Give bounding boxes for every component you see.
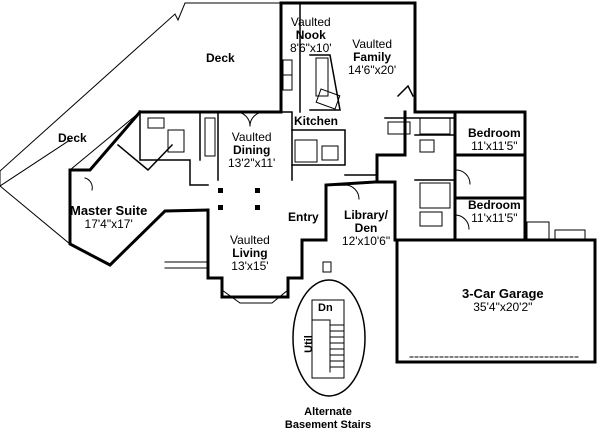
room-dims: 14'6"x20' — [348, 63, 397, 78]
bath-fixtures — [147, 117, 451, 227]
room-name: 3-Car Garage — [462, 286, 544, 301]
room-name: Entry — [288, 210, 319, 224]
room-label-bedroom-1: Bedroom 11'x11'5" — [468, 126, 521, 154]
living-bay — [221, 289, 289, 304]
room-label-living: Vaulted Living 13'x15' — [230, 233, 270, 274]
room-dims: 13'x15' — [231, 259, 269, 274]
garage-details — [409, 221, 586, 358]
room-name: Family — [353, 50, 392, 65]
room-dims: 12'x10'6" — [341, 234, 391, 249]
kitchen-fixtures — [282, 57, 341, 163]
interior-walls — [116, 2, 456, 241]
room-label-deck-top: Deck — [206, 51, 235, 65]
room-label-entry: Entry — [288, 210, 319, 224]
room-qualifier: Vaulted — [290, 15, 331, 29]
room-name: Kitchen — [294, 114, 339, 128]
fireplace — [396, 84, 415, 98]
stairs-down-label: Dn — [318, 302, 333, 314]
room-dims: 8'6"x10' — [290, 41, 332, 56]
deck-edge — [0, 139, 71, 187]
room-qualifier: Vaulted — [231, 130, 272, 144]
inset-caption: Alternate Basement Stairs — [258, 406, 398, 431]
room-name: Library/ Den — [343, 208, 388, 236]
room-name: Nook — [295, 28, 326, 43]
door-swings — [84, 111, 471, 230]
room-dims: 35'4"x20'2" — [473, 300, 533, 315]
room-label-dining: Vaulted Dining 13'2"x11' — [228, 130, 276, 171]
caption-line-1: Alternate — [304, 406, 352, 418]
room-label-family: Vaulted Family 14'6"x20' — [348, 37, 397, 78]
columns — [218, 188, 260, 210]
utility-label: Util — [302, 335, 315, 353]
room-name: Bedroom — [468, 198, 521, 212]
room-name: Dining — [233, 143, 271, 158]
room-name: Deck — [58, 131, 87, 145]
room-qualifier: Vaulted — [352, 37, 393, 51]
room-dims: 11'x11'5" — [471, 211, 518, 226]
room-label-library: Library/ Den 12'x10'6" — [336, 208, 396, 249]
porch-step — [322, 261, 332, 273]
room-name: Bedroom — [468, 126, 521, 140]
alternate-stairs — [311, 299, 345, 379]
room-label-garage: 3-Car Garage 35'4"x20'2" — [462, 286, 544, 315]
alternate-stairs-oval — [292, 279, 366, 397]
room-label-nook: Vaulted Nook 8'6"x10' — [290, 15, 332, 56]
room-name: Living — [232, 246, 268, 261]
room-label-master-suite: Master Suite 17'4"x17' — [70, 203, 148, 232]
room-label-deck-left: Deck — [58, 131, 87, 145]
room-name: Master Suite — [70, 203, 148, 218]
room-dims: 11'x11'5" — [471, 139, 518, 154]
caption-line-2: Basement Stairs — [284, 418, 372, 431]
room-dims: 13'2"x11' — [228, 156, 276, 171]
room-label-kitchen: Kitchen — [294, 114, 339, 128]
room-dims: 17'4"x17' — [84, 217, 133, 232]
room-name: Deck — [206, 51, 235, 65]
front-walk — [164, 261, 209, 269]
room-label-bedroom-2: Bedroom 11'x11'5" — [468, 198, 521, 226]
room-qualifier: Vaulted — [230, 233, 270, 247]
deck-outline — [0, 2, 282, 246]
